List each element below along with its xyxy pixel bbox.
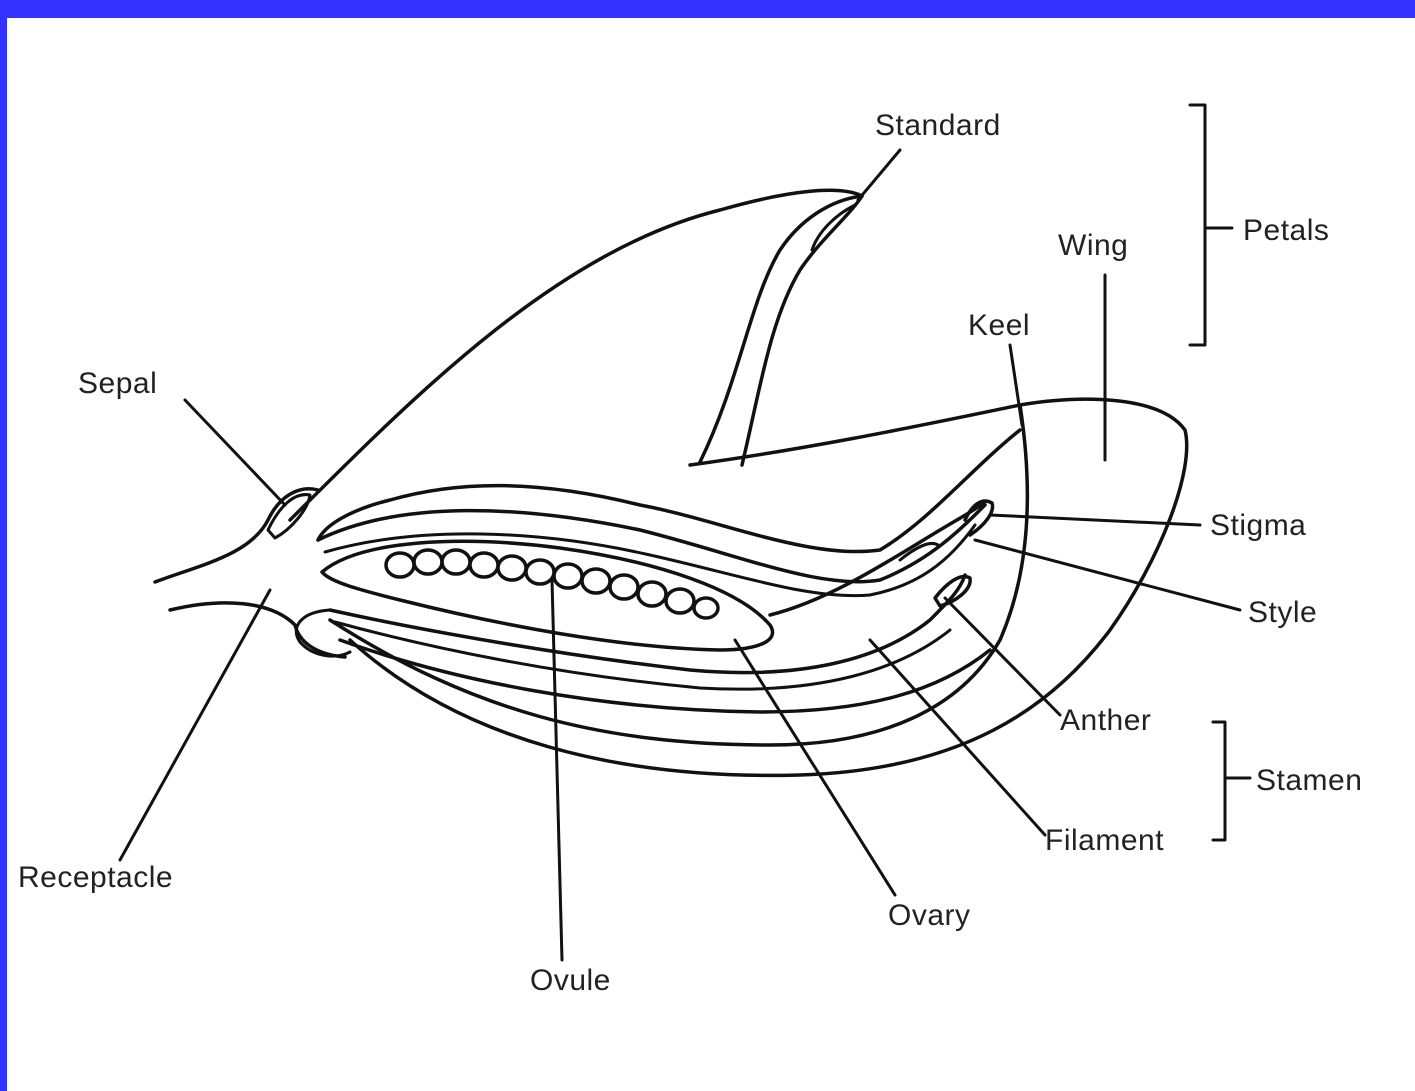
label-petals: Petals bbox=[1243, 214, 1329, 247]
label-ovule: Ovule bbox=[530, 964, 611, 997]
anther-leader bbox=[945, 598, 1060, 715]
label-style: Style bbox=[1248, 596, 1317, 629]
label-anther: Anther bbox=[1060, 704, 1151, 737]
petals-bracket bbox=[1190, 105, 1205, 345]
stamen-bracket bbox=[1213, 722, 1225, 840]
stamen-tube-lower bbox=[330, 575, 965, 673]
label-wing: Wing bbox=[1058, 229, 1128, 262]
keel-upper-edge bbox=[318, 430, 1020, 552]
sepal-fold bbox=[268, 495, 310, 538]
label-stigma: Stigma bbox=[1210, 509, 1306, 542]
ovule-leader bbox=[552, 580, 562, 960]
label-receptacle: Receptacle bbox=[18, 861, 173, 894]
standard-claw bbox=[700, 196, 862, 462]
label-keel: Keel bbox=[968, 309, 1030, 342]
anther bbox=[935, 576, 970, 606]
receptacle-curl bbox=[296, 610, 350, 656]
label-sepal: Sepal bbox=[78, 367, 157, 400]
label-stamen: Stamen bbox=[1256, 764, 1362, 797]
sepal-outer bbox=[155, 489, 318, 582]
receptacle-leader bbox=[120, 590, 270, 860]
standard-petal bbox=[290, 190, 862, 520]
stamen-tube-inner bbox=[325, 525, 975, 596]
keel-leader bbox=[1010, 345, 1022, 425]
label-ovary: Ovary bbox=[888, 899, 971, 932]
standard-leader bbox=[858, 150, 900, 200]
label-filament: Filament bbox=[1045, 824, 1164, 857]
sepal-leader bbox=[185, 400, 285, 505]
filament-leader bbox=[870, 640, 1045, 835]
label-standard: Standard bbox=[875, 109, 1001, 142]
